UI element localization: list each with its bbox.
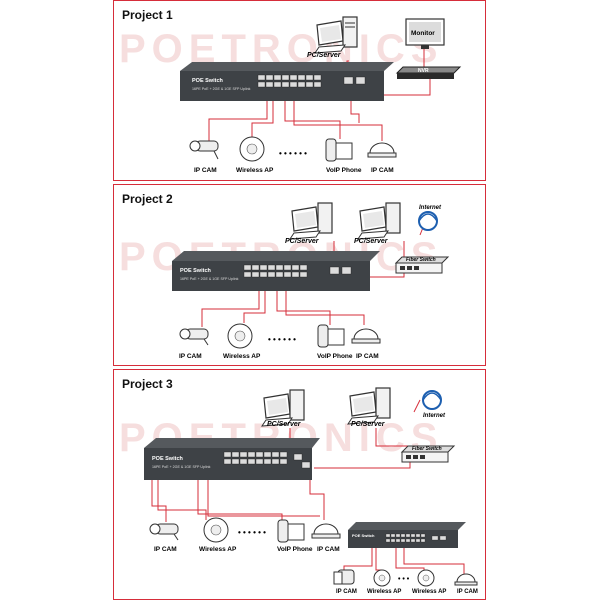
switch-name: POE Switch <box>192 78 224 84</box>
project-3-panel: Project 3 POETRONICS PC/Server <box>113 369 486 600</box>
small-ellipsis-dots: • • • <box>398 576 410 583</box>
project-1-panel: Project 1 POETRONICS PC/Server <box>113 0 486 181</box>
pc-server-label: PC/Server <box>354 238 389 245</box>
pc-server-icon <box>261 389 305 427</box>
switch-subtitle: 16PE PoE + 2GE & 1GE SFP Uplink <box>152 465 211 469</box>
ellipsis-dots: • • • • • • <box>268 335 296 344</box>
wireless-ap-label: Wireless AP <box>199 546 237 553</box>
internet-icon <box>422 390 442 410</box>
internet-icon <box>418 211 438 231</box>
dome-cam-label: IP CAM <box>371 167 394 174</box>
wireless-ap-label: Wireless AP <box>223 353 261 360</box>
small-poe-switch <box>348 522 466 548</box>
fiber-switch-label: Fiber Switch <box>412 446 442 452</box>
voip-phone-label: VoIP Phone <box>277 546 313 553</box>
switch-subtitle: 16PE PoE + 2GE & 1GE SFP Uplink <box>192 87 251 91</box>
pc-server-icon <box>357 202 401 240</box>
pc-server-label: PC/Server <box>307 52 342 59</box>
voip-phone-icon <box>317 324 345 348</box>
cables <box>151 399 465 576</box>
fiber-switch-label: Fiber Switch <box>406 257 436 263</box>
voip-phone-icon <box>277 519 305 543</box>
switch-name: POE Switch <box>180 268 212 274</box>
switch-ports <box>223 451 311 469</box>
dome-cam-icon <box>311 523 341 539</box>
small-wireless-ap-label: Wireless AP <box>367 589 401 595</box>
switch-ports <box>385 533 447 543</box>
switch-name: POE Switch <box>152 456 184 462</box>
ellipsis-dots: • • • • • • <box>238 528 266 537</box>
pc-server-label: PC/Server <box>351 421 386 428</box>
ip-cam-label: IP CAM <box>194 167 217 174</box>
pc-server-icon <box>347 387 391 425</box>
project-1-diagram: PC/Server Monitor NVR POE Switch <box>180 16 462 174</box>
poe-switch <box>180 62 394 101</box>
small-dome-cam-icon <box>454 573 478 586</box>
pc-server-icon <box>289 202 333 240</box>
voip-phone-icon <box>325 138 353 162</box>
pc-server-label: PC/Server <box>285 238 320 245</box>
ellipsis-dots: • • • • • • <box>279 149 307 158</box>
switch-ports <box>257 74 366 88</box>
dome-cam-label: IP CAM <box>317 546 340 553</box>
fiber-switch-icon <box>400 445 456 463</box>
poe-switch <box>172 251 380 291</box>
ip-cam-icon <box>179 328 209 346</box>
dome-cam-icon <box>351 328 381 344</box>
small-dome-cam-label: IP CAM <box>457 589 478 595</box>
switch-ports <box>243 264 352 278</box>
monitor-label: Monitor <box>411 30 435 37</box>
wireless-ap-icon <box>203 517 229 543</box>
project-3-title: Project 3 <box>122 377 173 391</box>
small-wireless-ap-icon <box>373 569 391 587</box>
nvr-icon <box>395 66 462 79</box>
nvr-label: NVR <box>418 68 429 74</box>
project-2-panel: Project 2 POETRONICS PC/Server PC/Server <box>113 184 486 366</box>
ip-cam-icon <box>149 523 179 541</box>
small-ip-cam-label: IP CAM <box>336 589 357 595</box>
internet-label: Internet <box>419 205 442 211</box>
monitor-icon <box>405 18 445 49</box>
switch-subtitle: 16PE PoE + 2GE & 1GE SFP Uplink <box>180 277 239 281</box>
voip-phone-label: VoIP Phone <box>326 167 362 174</box>
ip-cam-label: IP CAM <box>154 546 177 553</box>
small-ip-cam-icon <box>333 569 355 585</box>
small-switch-name: POE Switch <box>352 533 375 538</box>
pc-server-icon <box>314 16 358 54</box>
cables <box>201 224 425 327</box>
dome-cam-icon <box>367 142 397 158</box>
voip-phone-label: VoIP Phone <box>317 353 353 360</box>
small-wireless-ap-icon <box>417 569 435 587</box>
project-3-diagram: PC/Server PC/Server Internet Fiber Switc… <box>144 387 478 595</box>
internet-label: Internet <box>423 413 446 419</box>
fiber-switch-icon <box>394 256 450 274</box>
project-2-diagram: PC/Server PC/Server Internet Fiber Switc… <box>172 202 450 360</box>
cables <box>208 49 431 141</box>
dome-cam-label: IP CAM <box>356 353 379 360</box>
poe-switch <box>144 438 320 480</box>
ip-cam-label: IP CAM <box>179 353 202 360</box>
ip-cam-icon <box>189 140 219 160</box>
wireless-ap-icon <box>239 136 265 162</box>
project-2-title: Project 2 <box>122 192 173 206</box>
small-wireless-ap-label: Wireless AP <box>412 589 446 595</box>
pc-server-label: PC/Server <box>267 421 302 428</box>
wireless-ap-icon <box>227 323 253 349</box>
wireless-ap-label: Wireless AP <box>236 167 274 174</box>
project-1-title: Project 1 <box>122 8 173 22</box>
